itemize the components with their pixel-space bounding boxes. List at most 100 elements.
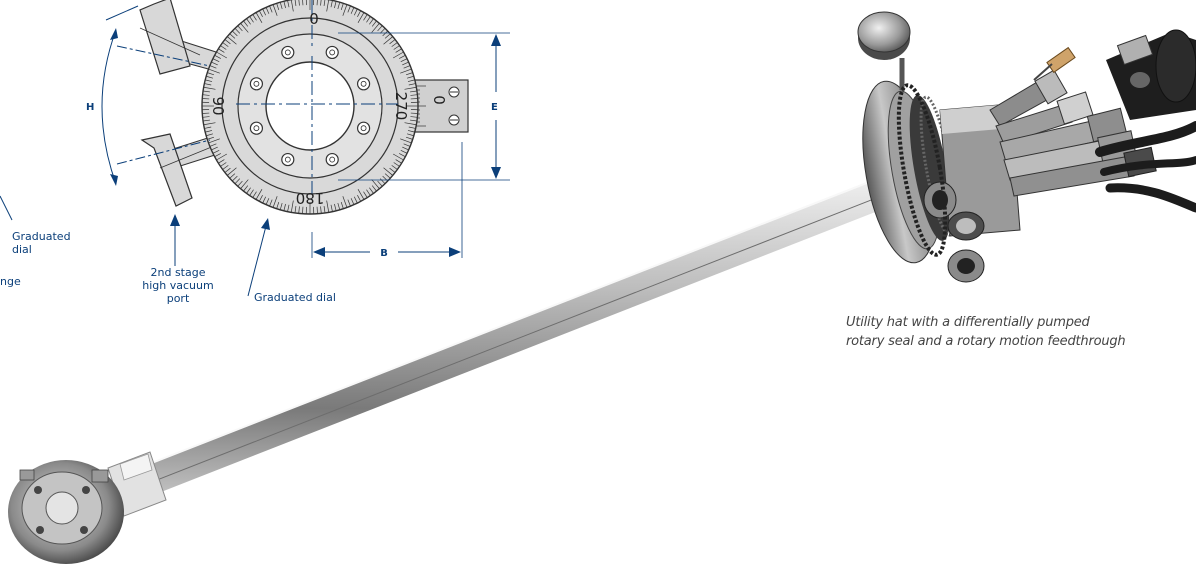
dial-tick [214, 54, 221, 59]
end-effector [8, 460, 124, 564]
dial-tick [237, 25, 243, 32]
dial-tick [369, 18, 374, 25]
dial-tick [209, 65, 217, 69]
rotary-knob [857, 11, 911, 90]
photo-caption-line-1: Utility hat with a differentially pumped [846, 315, 1090, 330]
dial-tick [371, 179, 380, 189]
dial-tick [243, 20, 249, 27]
graduated-dial [201, 0, 419, 215]
dial-tick [262, 8, 267, 16]
dial-tick [395, 48, 402, 53]
label-port-2: high vacuum [142, 279, 213, 292]
dial-tick [204, 126, 212, 129]
dial-tick [402, 146, 409, 151]
dial-bolt-hole [253, 125, 260, 132]
dial-tick [400, 138, 412, 144]
dial-tick [350, 198, 355, 205]
dial-tick [211, 61, 218, 66]
photo-caption-line-2: rotary seal and a rotary motion feedthro… [846, 334, 1126, 349]
dial-tick [222, 42, 229, 47]
dial-tick [203, 122, 216, 126]
dial-tick [371, 20, 377, 27]
dial-tick [265, 7, 270, 14]
dial-tick [357, 195, 362, 202]
dial-tick [369, 187, 374, 194]
dial-bolt-hole [360, 80, 367, 87]
dial-tick [326, 0, 330, 12]
dial-tick [258, 10, 263, 17]
dial-tick [203, 90, 211, 93]
dial-tick [366, 16, 371, 23]
dial-bolt [249, 121, 264, 135]
dial-tick [205, 130, 213, 133]
dial-tick [207, 72, 215, 76]
dial-tick [224, 39, 231, 45]
dial-number-top: 0 [309, 10, 319, 28]
dial-tick [216, 51, 228, 59]
dial-tick [404, 122, 417, 126]
dial-tick [405, 72, 413, 76]
dial-tick [279, 202, 283, 210]
dial-tick [389, 39, 396, 45]
dial-tick [227, 36, 237, 45]
dial-tick [342, 4, 348, 16]
dial-tick [218, 48, 225, 53]
dial-tick [320, 206, 322, 214]
coupling [107, 451, 167, 517]
lower-port [140, 133, 219, 207]
dial-bolt-hole [360, 125, 367, 132]
dial-tick [202, 116, 210, 118]
dial-tick [400, 58, 408, 63]
dial-tick [377, 180, 383, 187]
dial-tick [258, 195, 263, 202]
dial-tick [406, 75, 414, 79]
dial-tick [391, 165, 398, 170]
dial-tick [337, 2, 341, 10]
dial-tick [393, 162, 400, 167]
dial-tick [208, 138, 220, 144]
dial-tick [340, 3, 344, 11]
gear-ring [896, 83, 948, 257]
dial-tick [357, 12, 365, 24]
dial-tick [410, 116, 418, 118]
dial-tick [227, 167, 237, 176]
dial-tick [400, 149, 408, 154]
dial-bolt-hole [329, 49, 336, 56]
dial-tick [350, 7, 355, 14]
dial-tick [212, 58, 220, 63]
dial-tick [262, 196, 267, 204]
dial-tick [252, 14, 257, 21]
dial-tick [340, 201, 344, 209]
motor [1106, 29, 1196, 120]
dial-tick [393, 45, 400, 50]
dial-tick [265, 198, 270, 205]
dial-tick [269, 5, 273, 13]
dial-tick [337, 202, 341, 210]
dimension-e [338, 32, 510, 181]
dial-tick [276, 3, 280, 11]
dial-tick [211, 146, 218, 151]
dial-bolt [356, 77, 371, 91]
dial-tick [249, 189, 254, 196]
dial-tick [366, 189, 371, 196]
dial-tick [323, 205, 326, 213]
dial-tick [276, 201, 280, 209]
dial-tick [243, 185, 249, 192]
dial-tick [399, 54, 406, 59]
dial-bolt [325, 45, 339, 60]
dial-tick [203, 119, 211, 122]
dial-tick [246, 187, 251, 194]
technical-drawing: 0 90 270 180 0 H E [0, 0, 510, 305]
dial-bolt-hole [284, 156, 291, 163]
dial-tick [410, 94, 418, 96]
dial-tick [222, 165, 229, 170]
dial-tick [392, 51, 404, 59]
dial-tick [330, 204, 333, 212]
dial-tick [389, 167, 396, 173]
dial-tick [353, 196, 358, 204]
dial-tick [334, 203, 337, 211]
dial-tick [323, 0, 326, 7]
dial-tick [290, 200, 294, 213]
dial-tick [203, 86, 216, 90]
